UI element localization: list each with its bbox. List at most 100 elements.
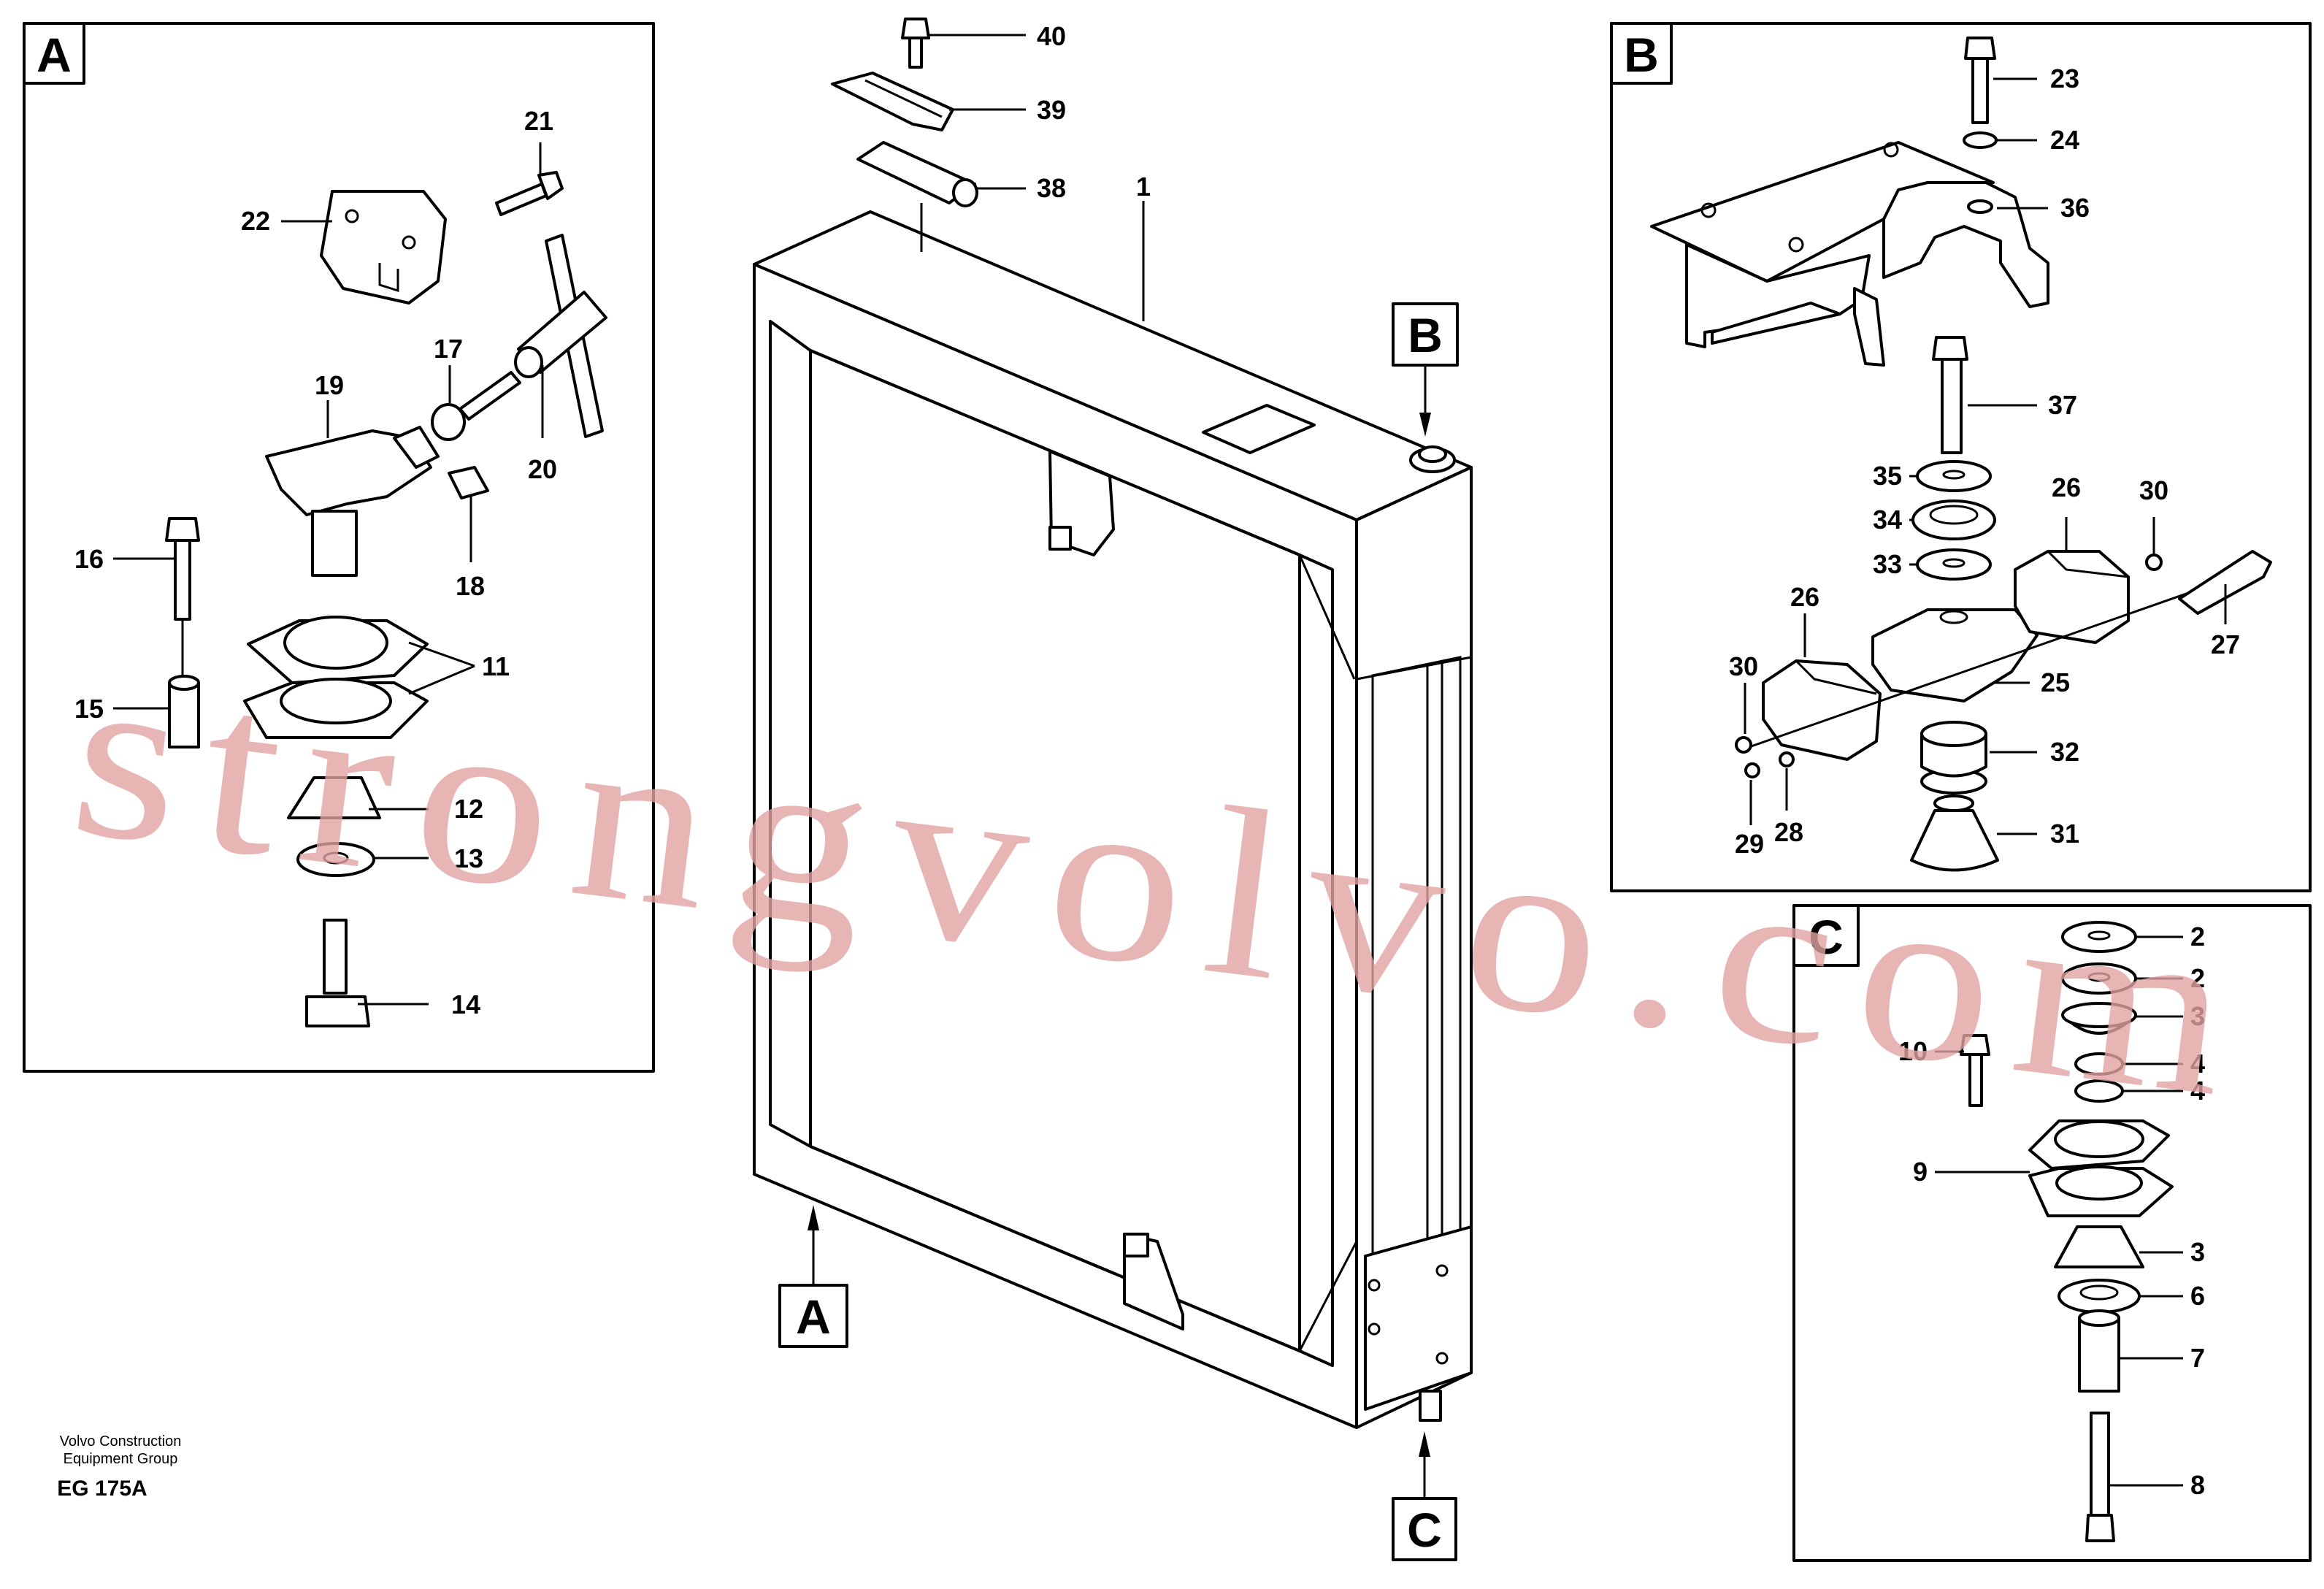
pad-part-26-right <box>2014 550 2130 644</box>
rubber-strip-part-38 <box>856 141 978 207</box>
label-3-lower: 3 <box>2190 1237 2205 1267</box>
detail-panel-b: B <box>1610 22 2312 892</box>
label-33: 33 <box>1873 549 1902 579</box>
bolt-part-37 <box>1932 336 1968 454</box>
label-2-second: 2 <box>2190 963 2205 993</box>
label-28: 28 <box>1774 817 1803 847</box>
top-fasteners <box>831 18 1145 321</box>
label-21: 21 <box>524 106 553 136</box>
label-39: 39 <box>1037 95 1066 125</box>
washer-part-35 <box>1916 460 1992 492</box>
sleeve-part-18 <box>448 466 489 499</box>
label-27: 27 <box>2211 629 2240 659</box>
caption-company-line1: Volvo Construction <box>60 1433 182 1450</box>
label-24: 24 <box>2050 125 2079 155</box>
washer-part-24 <box>1963 131 1998 149</box>
label-3-top: 3 <box>2190 1001 2205 1031</box>
label-23: 23 <box>2050 64 2079 93</box>
label-4-second: 4 <box>2190 1076 2205 1106</box>
bolt-part-8 <box>2085 1412 2115 1542</box>
cup-part-3-top <box>2061 1002 2137 1035</box>
label-37: 37 <box>2048 390 2077 420</box>
detail-panel-a: A <box>23 22 655 1073</box>
label-14: 14 <box>451 989 480 1019</box>
label-36: 36 <box>2060 193 2090 223</box>
panel-b-letter: B <box>1624 28 1659 82</box>
radiator-assembly <box>753 210 1473 1429</box>
caption-company-line2: Equipment Group <box>64 1451 178 1467</box>
label-29: 29 <box>1735 829 1764 859</box>
label-25: 25 <box>2041 667 2070 697</box>
bolt-part-27 <box>1744 550 2272 750</box>
label-8: 8 <box>2190 1470 2205 1500</box>
pointer-c: C <box>1392 1431 1457 1561</box>
sleeve-part-7 <box>2078 1309 2120 1393</box>
label-30-left: 30 <box>1729 651 1758 681</box>
label-40: 40 <box>1037 21 1066 51</box>
screw-part-21 <box>495 171 564 216</box>
label-32: 32 <box>2050 737 2079 767</box>
mount-part-9 <box>2028 1119 2174 1217</box>
label-26-right: 26 <box>2052 472 2081 502</box>
label-17: 17 <box>434 334 463 364</box>
bolt-part-40 <box>901 18 930 69</box>
label-38: 38 <box>1037 173 1066 203</box>
label-11: 11 <box>482 651 510 681</box>
label-9: 9 <box>1913 1157 1928 1187</box>
washer-part-28 <box>1779 751 1795 767</box>
label-16: 16 <box>74 544 104 574</box>
panel-a-letter: A <box>37 28 72 82</box>
label-2-top: 2 <box>2190 922 2205 952</box>
panel-c-leaders <box>1935 935 2183 1487</box>
block-part-25 <box>1871 608 2039 702</box>
label-7: 7 <box>2190 1343 2205 1373</box>
nut-part-30-left <box>1735 736 1752 754</box>
bolt-part-10 <box>1960 1034 1990 1107</box>
bolt-part-23 <box>1964 37 1996 124</box>
cone-part-3-lower <box>2054 1225 2144 1268</box>
bracket-part-36 <box>1650 141 2049 367</box>
clip-part-39 <box>831 72 954 131</box>
label-30-right: 30 <box>2139 475 2168 505</box>
bolt-part-14 <box>305 919 370 1027</box>
label-26-left: 26 <box>1790 582 1819 612</box>
label-18: 18 <box>456 571 485 601</box>
pointer-b-letter: B <box>1408 308 1443 362</box>
lever-part-19 <box>265 426 440 577</box>
cone-part-31 <box>1910 794 1999 872</box>
spacer-part-32 <box>1920 721 1987 794</box>
panel-c-letter: C <box>1809 910 1844 964</box>
mount-part-11 <box>243 616 429 739</box>
pad-part-26-left <box>1762 659 1882 761</box>
washer-part-29 <box>1744 762 1760 778</box>
nut-part-30-right <box>2145 554 2163 571</box>
label-15: 15 <box>74 694 104 724</box>
detail-panel-c: C <box>1792 904 2312 1562</box>
panel-c-letter-box <box>1792 904 1860 967</box>
label-10: 10 <box>1898 1036 1928 1066</box>
pointer-c-letter: C <box>1407 1503 1442 1557</box>
panel-b-leaders <box>1744 77 2227 835</box>
panel-a-leaders <box>113 142 544 1006</box>
pointer-b: B <box>1392 302 1459 437</box>
pointer-a: A <box>778 1205 848 1348</box>
spacer-part-15 <box>168 675 200 748</box>
label-31: 31 <box>2050 819 2079 849</box>
washer-part-33 <box>1916 548 1992 581</box>
label-13: 13 <box>454 843 483 873</box>
pointer-a-letter: A <box>796 1290 831 1344</box>
label-22: 22 <box>241 206 270 236</box>
label-34: 34 <box>1873 505 1902 535</box>
label-12: 12 <box>454 794 483 824</box>
bushing-part-6 <box>2058 1279 2141 1314</box>
threaded-pin-part-17 <box>431 371 521 441</box>
label-19: 19 <box>315 370 344 400</box>
label-1: 1 <box>1136 172 1151 202</box>
label-4-top: 4 <box>2190 1049 2205 1079</box>
filler-plate <box>1202 404 1316 454</box>
caption-block: Volvo Construction Equipment Group EG 17… <box>57 1433 181 1501</box>
cone-part-12 <box>287 776 381 819</box>
washer-part-13 <box>296 842 375 877</box>
label-20: 20 <box>528 454 557 484</box>
